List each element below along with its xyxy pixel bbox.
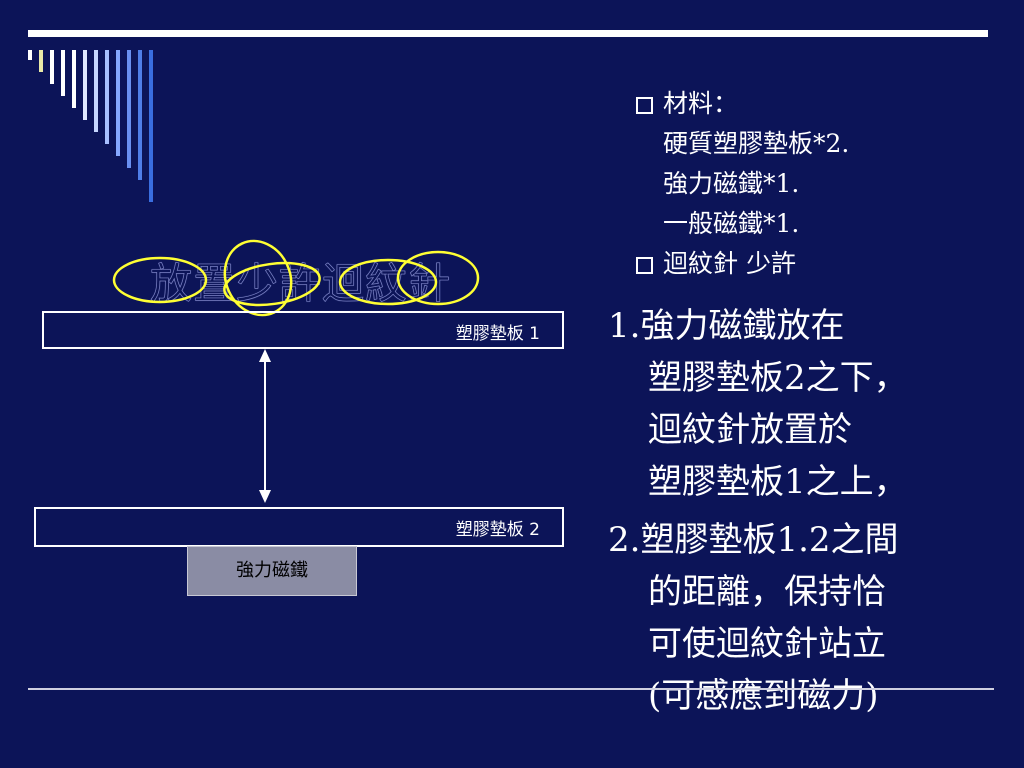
board-2-label: 塑膠墊板 2	[455, 520, 540, 540]
stripe-bar	[39, 50, 43, 72]
step-line: 1.強力磁鐵放在	[608, 306, 845, 346]
stripe-bar	[116, 50, 120, 156]
stripe-bar	[50, 50, 54, 84]
diagram-title: 放置少許迴紋針	[150, 259, 452, 309]
material-item: 一般磁鐵*1.	[663, 209, 800, 238]
stripe-bar	[149, 50, 153, 202]
stripe-bar	[28, 50, 32, 60]
step-line: 可使迴紋針站立	[648, 624, 886, 664]
paperclip-text: 迴紋針 少許	[663, 249, 796, 278]
material-item: 硬質塑膠墊板*2.	[663, 129, 850, 158]
stripe-bar	[83, 50, 87, 120]
stripe-bar	[105, 50, 109, 144]
board-1-label: 塑膠墊板 1	[455, 324, 540, 344]
stripe-bar	[138, 50, 142, 180]
step-line: 的距離，保持恰	[648, 572, 886, 612]
stripe-bar	[94, 50, 98, 132]
step-line: 塑膠墊板2之下，	[648, 358, 908, 398]
step-2: 2.塑膠墊板1.2之間 的距離，保持恰 可使迴紋針站立 (可感應到磁力)	[608, 514, 908, 722]
step-line: (可感應到磁力)	[648, 676, 879, 716]
board-2: 塑膠墊板 2	[34, 507, 564, 547]
square-bullet-icon	[636, 97, 653, 114]
bottom-rule	[28, 688, 994, 690]
stripe-bar	[61, 50, 65, 96]
gap-arrow-down	[259, 490, 271, 503]
materials-list: 材料： 硬質塑膠墊板*2. 強力磁鐵*1. 一般磁鐵*1. 迴紋針 少許	[636, 84, 849, 284]
paperclip-bullet: 迴紋針 少許	[636, 244, 849, 284]
step-line: 2.塑膠墊板1.2之間	[608, 520, 899, 560]
materials-bullet: 材料： 硬質塑膠墊板*2. 強力磁鐵*1. 一般磁鐵*1.	[636, 84, 849, 244]
step-1: 1.強力磁鐵放在 塑膠墊板2之下， 迴紋針放置於 塑膠墊板1之上，	[608, 300, 908, 508]
board-1: 塑膠墊板 1	[42, 311, 564, 349]
step-line: 迴紋針放置於	[648, 410, 852, 450]
materials-heading: 材料：	[663, 89, 739, 118]
decorative-stripes	[28, 50, 168, 210]
stripe-bar	[72, 50, 76, 108]
top-rule	[28, 30, 988, 37]
step-line: 塑膠墊板1之上，	[648, 462, 908, 502]
gap-arrow-up	[259, 349, 271, 362]
stripe-bar	[127, 50, 131, 168]
square-bullet-icon	[636, 257, 653, 274]
magnet-block: 強力磁鐵	[187, 546, 357, 596]
material-item: 強力磁鐵*1.	[663, 169, 800, 198]
instruction-steps: 1.強力磁鐵放在 塑膠墊板2之下， 迴紋針放置於 塑膠墊板1之上， 2.塑膠墊板…	[608, 300, 908, 728]
